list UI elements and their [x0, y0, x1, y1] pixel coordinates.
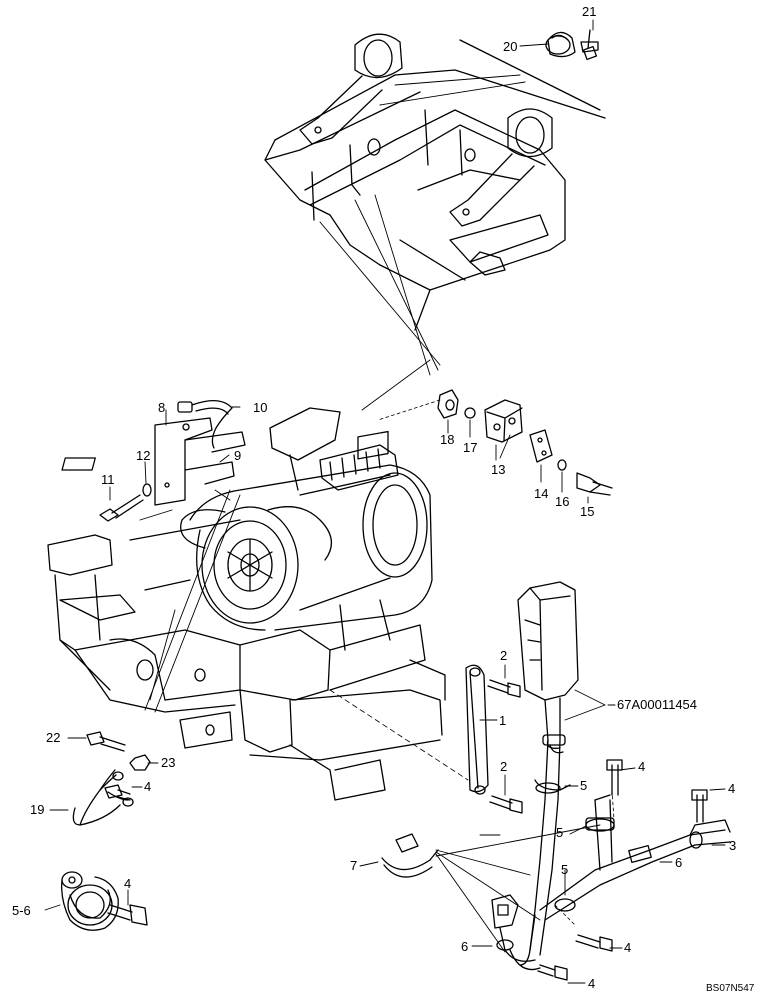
clamp-20-bolt-21 — [545, 29, 599, 61]
callout-9: 9 — [234, 448, 242, 463]
bracket-assembly-8 — [61, 400, 246, 522]
callout-4-harness-right: 4 — [728, 781, 736, 796]
callout-4-ground: 4 — [144, 779, 152, 794]
callout-2-upper: 2 — [500, 648, 508, 663]
callout-6-left: 6 — [461, 939, 469, 954]
callout-4-harness-lower: 4 — [624, 940, 632, 955]
sheet-code: BS07N547 — [706, 983, 755, 994]
ground-cable-19 — [72, 731, 151, 826]
callout-5-middle: 5 — [556, 825, 564, 840]
callout-23: 23 — [161, 755, 176, 770]
callout-20: 20 — [503, 39, 518, 54]
callout-1: 1 — [499, 713, 507, 728]
callout-8: 8 — [158, 400, 166, 415]
callout-11: 11 — [101, 472, 115, 487]
callout-5-upper: 5 — [580, 778, 588, 793]
clamp-5-6-bolt-4 — [61, 871, 148, 931]
callout-14: 14 — [534, 486, 549, 501]
callout-19: 19 — [30, 802, 45, 817]
callout-12: 12 — [136, 448, 151, 463]
callout-21: 21 — [582, 4, 597, 19]
harness-reference-code: 67A00011454 — [617, 697, 698, 712]
callout-18: 18 — [440, 432, 455, 447]
callout-13: 13 — [491, 462, 506, 477]
callout-10: 10 — [253, 400, 268, 415]
lower-chassis-frame — [47, 489, 446, 801]
callout-4-harness-bottom: 4 — [588, 976, 596, 991]
callout-6-right: 6 — [675, 855, 683, 870]
callout-7: 7 — [350, 858, 358, 873]
callout-2-lower: 2 — [500, 759, 508, 774]
parts-13-to-18 — [377, 389, 613, 496]
upper-chassis-frame — [264, 33, 606, 411]
callout-15: 15 — [580, 504, 595, 519]
callout-4-clamp: 4 — [124, 876, 132, 891]
wiring-harness — [435, 581, 731, 981]
transmission-assembly — [180, 407, 433, 701]
ground-strap-1 — [329, 664, 523, 814]
callout-5-lower: 5 — [561, 862, 569, 877]
callout-22: 22 — [46, 730, 61, 745]
callout-5-6: 5-6 — [12, 903, 31, 918]
callout-3: 3 — [729, 838, 737, 853]
callout-4-harness-top: 4 — [638, 759, 646, 774]
callout-16: 16 — [555, 494, 570, 509]
cable-tie-7 — [381, 833, 439, 878]
callout-17: 17 — [463, 440, 478, 455]
callout-leaders — [44, 19, 726, 984]
